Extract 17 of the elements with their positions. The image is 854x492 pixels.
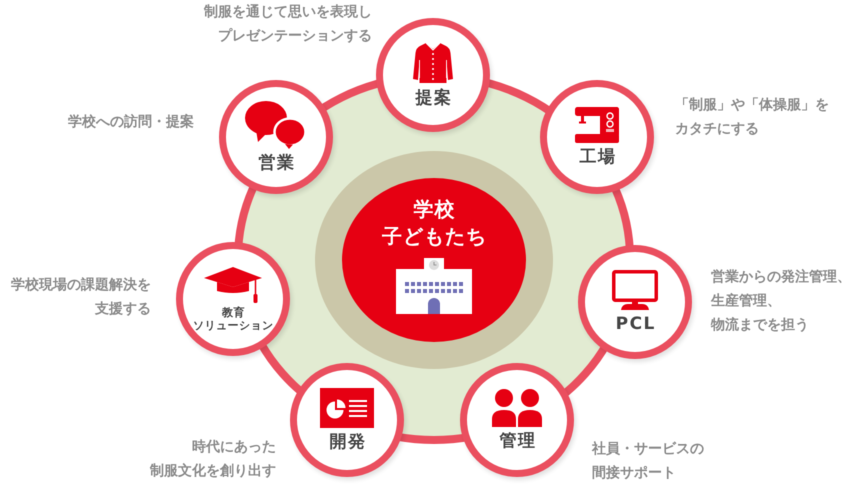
center-label: 学校 [412, 196, 456, 223]
node-label: 営業 [257, 153, 296, 173]
node-label: PCL [614, 314, 656, 334]
description-text: 「制服」や「体操服」をカタチにする [675, 96, 829, 139]
node-label: 工場 [578, 147, 616, 167]
description-text: 時代にあった制服文化を創り出す [150, 438, 276, 481]
description-text: 学校現場の課題解決を支援する [11, 276, 151, 319]
node-label: 開発 [328, 432, 366, 452]
description-text: 社員・サービスの間接サポート [592, 440, 704, 483]
center-label: 子どもたち [381, 223, 487, 250]
description-text: 制服を通じて思いを表現しプレゼンテーションする [204, 3, 372, 46]
node-label: 提案 [414, 88, 452, 108]
node-label: 教育ソリューション [192, 306, 274, 332]
description-text: 学校への訪問・提案 [68, 112, 194, 132]
description-text: 営業からの発注管理、生産管理、物流までを担う [711, 268, 851, 335]
function-circle [460, 363, 574, 477]
node-label: 管理 [498, 431, 536, 451]
